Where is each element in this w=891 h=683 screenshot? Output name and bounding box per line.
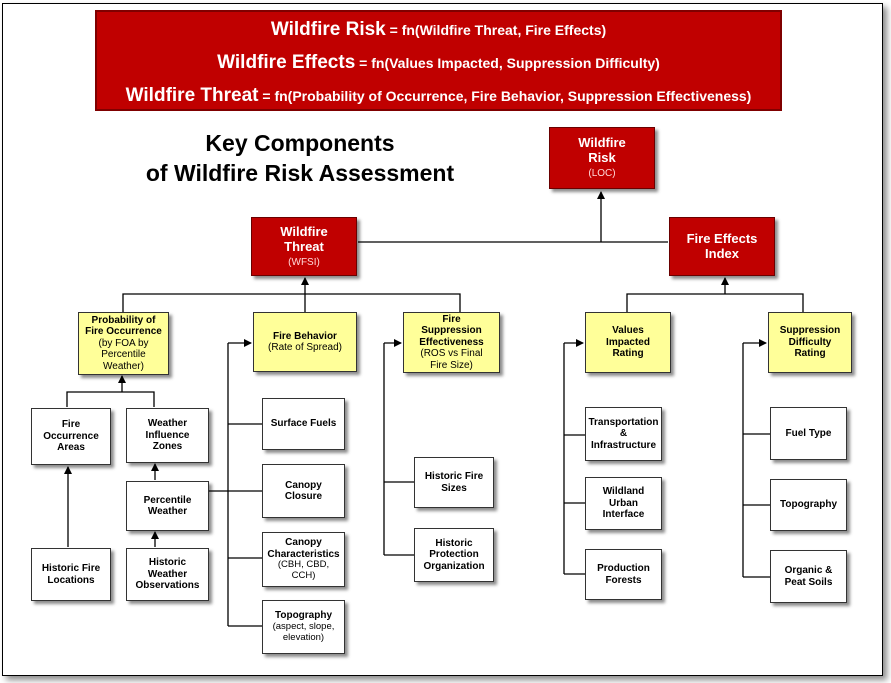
diagram-title: Key Components of Wildfire Risk Assessme… xyxy=(145,130,455,186)
node-percentile-weather: Percentile Weather xyxy=(126,481,209,531)
node-fuel-type: Fuel Type xyxy=(770,407,847,460)
formula-threat: Wildfire Threat = fn(Probability of Occu… xyxy=(125,85,752,106)
node-topography-suppression: Topography xyxy=(770,479,847,531)
node-transportation-infrastructure: Transportation & Infrastructure xyxy=(585,407,662,461)
node-historic-fire-sizes: Historic Fire Sizes xyxy=(414,457,494,508)
node-canopy-characteristics: Canopy Characteristics (CBH, CBD, CCH) xyxy=(262,532,345,587)
node-fire-effects-index: Fire Effects Index xyxy=(669,217,775,276)
node-historic-weather-observations: Historic Weather Observations xyxy=(126,548,209,601)
node-wildfire-risk: Wildfire Risk (LOC) xyxy=(549,127,655,189)
node-suppression-difficulty-rating: Suppression Difficulty Rating xyxy=(768,312,852,373)
node-historic-protection-organization: Historic Protection Organization xyxy=(414,528,494,582)
formula-banner: Wildfire Risk = fn(Wildfire Threat, Fire… xyxy=(95,10,782,111)
node-production-forests: Production Forests xyxy=(585,549,662,600)
node-values-impacted-rating: Values Impacted Rating xyxy=(585,312,671,373)
formula-effects: Wildfire Effects = fn(Values Impacted, S… xyxy=(217,52,660,73)
node-canopy-closure: Canopy Closure xyxy=(262,464,345,518)
node-wildland-urban-interface: Wildland Urban Interface xyxy=(585,477,662,530)
node-fire-behavior: Fire Behavior (Rate of Spread) xyxy=(253,312,357,372)
node-surface-fuels: Surface Fuels xyxy=(262,398,345,450)
node-fire-occurrence-areas: Fire Occurrence Areas xyxy=(31,408,111,465)
node-historic-fire-locations: Historic Fire Locations xyxy=(31,548,111,601)
formula-risk: Wildfire Risk = fn(Wildfire Threat, Fire… xyxy=(270,19,607,40)
node-weather-influence-zones: Weather Influence Zones xyxy=(126,408,209,463)
node-fire-suppression-effectiveness: Fire Suppression Effectiveness (ROS vs F… xyxy=(403,312,500,373)
node-wildfire-threat: Wildfire Threat (WFSI) xyxy=(251,217,357,276)
connector-probability-bus xyxy=(66,391,155,407)
connector-effects-bus xyxy=(626,293,804,312)
connector-threat-bus xyxy=(122,293,461,312)
node-topography-fire-behavior: Topography (aspect, slope, elevation) xyxy=(262,600,345,654)
node-probability-of-fire-occurrence: Probability of Fire Occurrence (by FOA b… xyxy=(78,312,169,375)
node-organic-peat-soils: Organic & Peat Soils xyxy=(770,550,847,603)
